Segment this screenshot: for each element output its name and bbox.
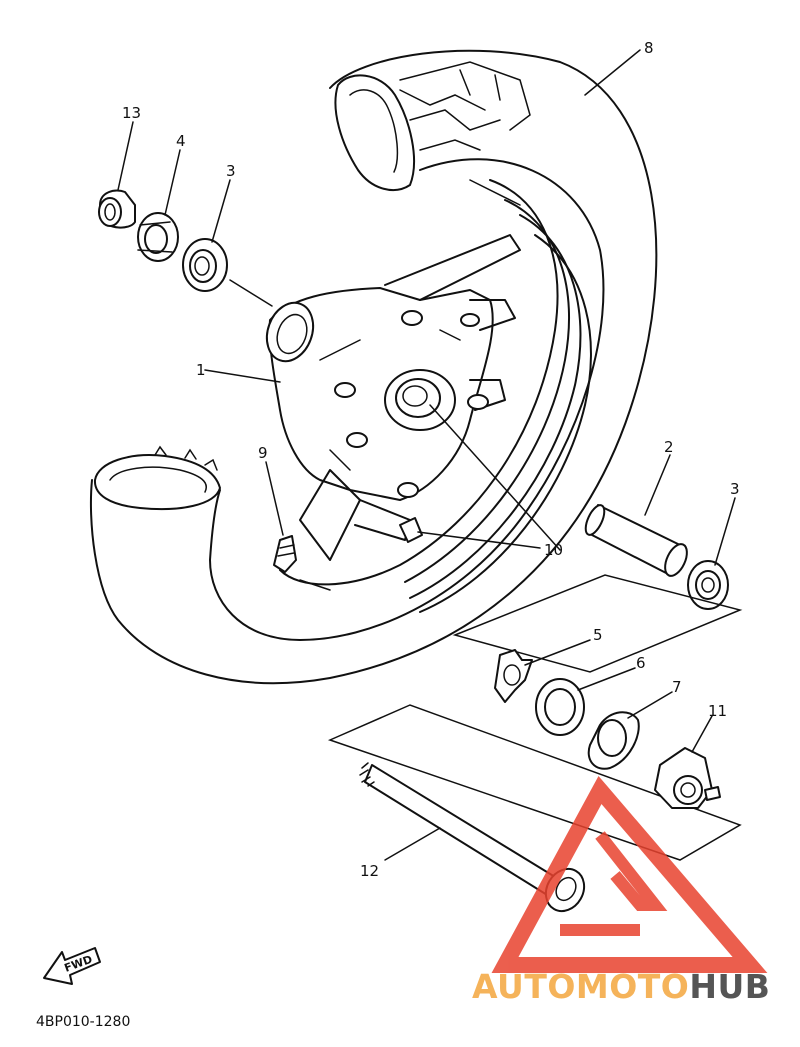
callout-13: 13	[122, 104, 141, 122]
watermark-logo-icon	[491, 775, 768, 973]
callout-3-left: 3	[226, 162, 236, 180]
speedo-gear-11	[654, 747, 721, 809]
callout-6: 6	[636, 654, 646, 672]
valve-9	[273, 535, 297, 573]
collar-13	[98, 189, 136, 229]
callout-11: 11	[708, 702, 727, 720]
watermark: AUTOMOTOHUB	[472, 775, 770, 1006]
callouts: 13 4 3 8 1 9 2 3 10 5 6 7 11 12	[122, 39, 740, 880]
callout-10: 10	[544, 541, 563, 559]
watermark-brand-part2: HUB	[689, 967, 770, 1006]
callout-7: 7	[672, 678, 682, 696]
seal-6	[535, 678, 585, 736]
callout-1: 1	[196, 361, 206, 379]
callout-5: 5	[593, 626, 603, 644]
axle-12	[359, 762, 586, 913]
retainer-5	[494, 649, 533, 703]
callout-2: 2	[664, 438, 674, 456]
spacer-2	[584, 504, 688, 577]
watermark-brand-part1: AUTOMOTO	[472, 967, 689, 1006]
callout-9: 9	[258, 444, 268, 462]
oil-seal-4	[137, 212, 179, 262]
callout-8: 8	[644, 39, 654, 57]
balance-weight-10	[399, 517, 423, 543]
fwd-arrow-icon: FWD	[43, 947, 101, 985]
hub	[265, 287, 494, 501]
bearing-3-right	[687, 560, 729, 610]
svg-text:AUTOMOTOHUB: AUTOMOTOHUB	[472, 967, 770, 1006]
callout-3-right: 3	[730, 480, 740, 498]
tire	[89, 49, 658, 685]
rim	[279, 179, 592, 613]
leader-lines	[117, 49, 736, 861]
seal-7	[587, 711, 640, 770]
bearing-3-left	[182, 238, 228, 292]
callout-12: 12	[360, 862, 379, 880]
callout-4: 4	[176, 132, 186, 150]
part-code: 4BP010-1280	[36, 1014, 130, 1030]
